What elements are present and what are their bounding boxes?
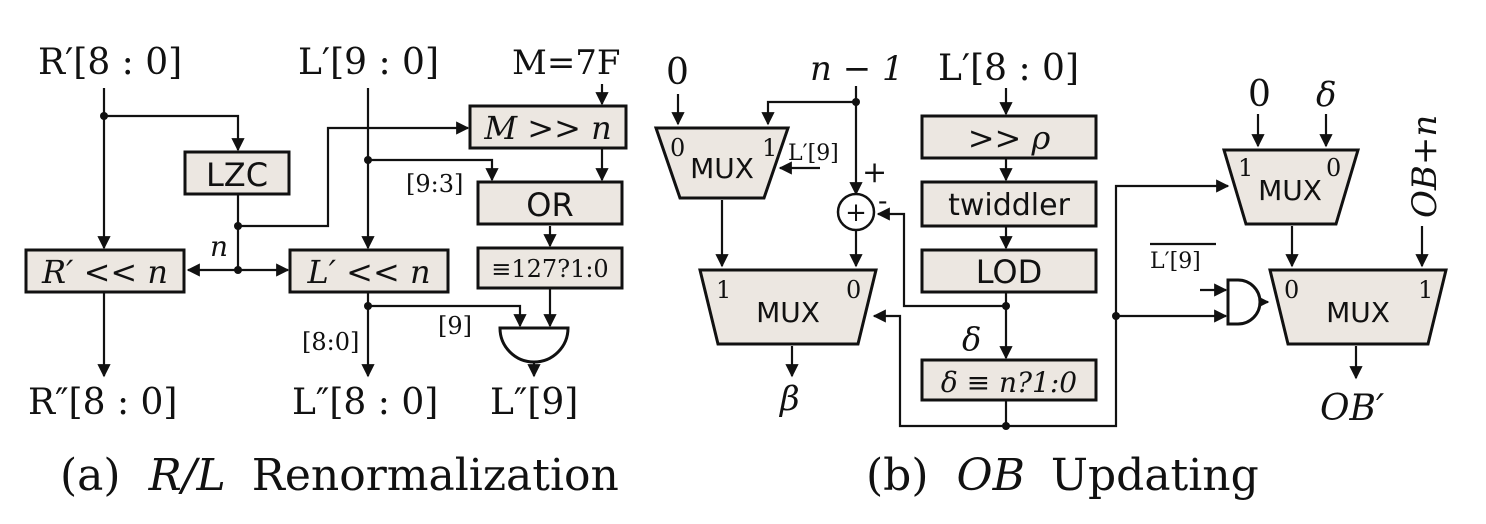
mux-tr-0: 0 — [1326, 154, 1341, 182]
twiddler-block — [920, 180, 1098, 228]
r-output-label: R″[8 : 0] — [28, 382, 177, 423]
mux-bottom-left-label: MUX — [756, 296, 820, 329]
slice-8-0-label: [8:0] — [302, 328, 359, 356]
delta-eq-block — [920, 358, 1098, 402]
r-shift-label: R′ << n — [41, 253, 168, 291]
plus-sign: + — [862, 155, 887, 190]
mux-bottom-right-label: MUX — [1326, 296, 1390, 329]
lod-block — [920, 248, 1098, 294]
caption-b-math: OB — [957, 450, 1025, 501]
caption-a-prefix: (a) — [60, 450, 121, 501]
m-input-label: M=7F — [512, 43, 621, 83]
lzc-label: LZC — [206, 156, 268, 194]
mux-top-right — [1221, 148, 1361, 226]
slice-9-label: [9] — [438, 312, 472, 340]
caption-a-math: R/L — [148, 450, 226, 501]
panel-b: 0 n − 1 L′[8 : 0] 0 δ OB+n — [653, 48, 1448, 501]
mux-bottom-right — [1268, 268, 1448, 346]
mux-top-left — [653, 126, 791, 200]
zero-left-input: 0 — [666, 52, 689, 93]
mux-br-1: 1 — [1418, 276, 1433, 304]
l-input-b: L′[8 : 0] — [938, 48, 1079, 89]
caption-b-rest: Updating — [1051, 450, 1259, 501]
delta-eq-label: δ ≡ n?1:0 — [941, 366, 1077, 399]
mux-bl-0: 0 — [846, 276, 861, 304]
caption-b: (b) OB Updating — [866, 450, 1259, 501]
n-label: n — [210, 230, 228, 263]
ob-output: OB′ — [1320, 388, 1384, 429]
or-block — [476, 180, 624, 226]
and-gate-right — [1226, 278, 1262, 326]
l-shift-label: L′ << n — [306, 253, 430, 291]
lod-label: LOD — [976, 253, 1043, 291]
sel-l9-label: L′[9] — [788, 141, 839, 166]
panel-b-wires — [671, 86, 1429, 430]
panel-a-wires — [97, 84, 609, 378]
l9-output-label: L″[9] — [490, 382, 578, 423]
twiddler-label: twiddler — [948, 188, 1071, 223]
eq127-block — [476, 246, 624, 290]
r-shift-block — [24, 248, 186, 294]
caption-b-prefix: (b) — [866, 450, 929, 501]
lzc-block — [183, 150, 291, 196]
or-label: OR — [526, 186, 573, 224]
delta-mid-label: δ — [962, 320, 981, 358]
mux-tl-0: 0 — [670, 134, 685, 162]
shift-rho-label: >> ρ — [968, 119, 1051, 157]
n-minus-1-input: n − 1 — [810, 49, 904, 89]
slice-9-3-label: [9:3] — [406, 170, 463, 198]
caption-a-rest: Renormalization — [252, 450, 619, 501]
l-output-label: L″[8 : 0] — [292, 382, 438, 423]
ob-plus-n-input: OB+n — [1405, 115, 1445, 218]
mux-bl-1: 1 — [716, 276, 731, 304]
m-shift-label: M >> n — [483, 109, 611, 147]
m-shift-block — [468, 104, 628, 150]
and-gate — [498, 326, 570, 364]
l-shift-block — [288, 248, 450, 294]
not-l9-label: L′[9] — [1150, 249, 1201, 274]
l-input-label: L′[9 : 0] — [298, 42, 439, 83]
adder-circle — [836, 192, 876, 232]
zero-right-input: 0 — [1248, 74, 1271, 115]
minus-sign: - — [878, 184, 887, 217]
beta-output: β — [778, 379, 800, 419]
caption-a: (a) R/L Renormalization — [60, 450, 619, 501]
mux-tl-1: 1 — [762, 134, 777, 162]
mux-bottom-left — [698, 268, 878, 346]
eq127-label: ≡127?1:0 — [491, 255, 608, 283]
adder-symbol: + — [845, 198, 867, 228]
r-input-label: R′[8 : 0] — [38, 42, 182, 83]
mux-tr-1: 1 — [1238, 154, 1253, 182]
delta-input: δ — [1316, 75, 1336, 115]
mux-br-0: 0 — [1284, 276, 1299, 304]
mux-top-right-label: MUX — [1258, 174, 1322, 207]
panel-a: R′[8 : 0] L′[9 : 0] M=7F — [24, 42, 628, 501]
mux-top-left-label: MUX — [690, 152, 754, 185]
shift-rho-block — [920, 114, 1098, 160]
